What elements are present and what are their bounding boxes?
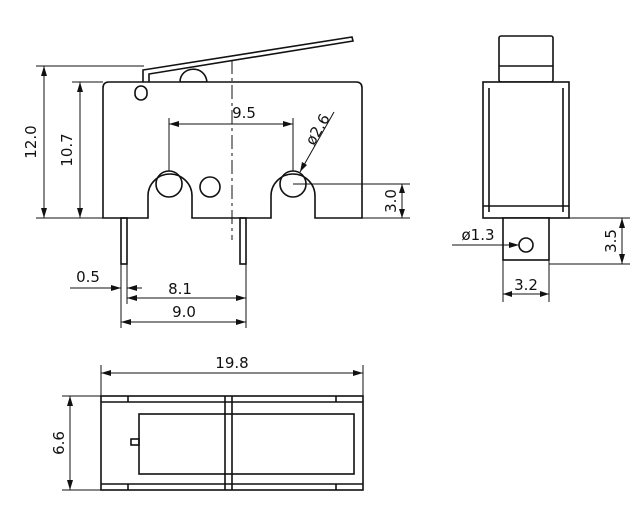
dim-terminal-width-3-2: 3.2	[514, 276, 538, 294]
terminal-pin-right	[239, 217, 247, 265]
terminal-side	[502, 217, 550, 261]
side-view: ø1.3 3.5 3.2	[452, 35, 630, 302]
actuator-plunger	[179, 68, 208, 83]
front-view: 12.0 10.7 9.5 ø2.6 3.0 0.5	[22, 36, 410, 328]
dim-terminal-hole-1-3: ø1.3	[461, 226, 494, 244]
body-side	[482, 81, 570, 219]
switch-body	[102, 81, 363, 219]
dim-hole-spacing-9-5: 9.5	[232, 104, 256, 122]
dim-terminal-height-3-5: 3.5	[602, 229, 620, 253]
dim-pin-width-0-5: 0.5	[76, 268, 100, 286]
dim-height-10-7: 10.7	[58, 133, 76, 166]
pivot-slot	[134, 85, 148, 101]
mounting-hole-left	[155, 170, 183, 198]
bottom-view: 19.8 6.6	[50, 354, 364, 491]
dim-hole-height-3-0: 3.0	[382, 189, 400, 213]
actuator-side	[498, 35, 554, 83]
dim-pin-spacing-9-0: 9.0	[172, 303, 196, 321]
dim-body-length-19-8: 19.8	[215, 354, 248, 372]
dim-pin-spacing-8-1: 8.1	[168, 280, 192, 298]
lever-tab	[130, 438, 140, 446]
terminal-pin-left	[120, 217, 128, 265]
rivet-center	[199, 176, 221, 198]
dim-height-12-0: 12.0	[22, 125, 40, 158]
lever-arm	[142, 36, 354, 82]
dim-body-width-6-6: 6.6	[50, 431, 68, 455]
